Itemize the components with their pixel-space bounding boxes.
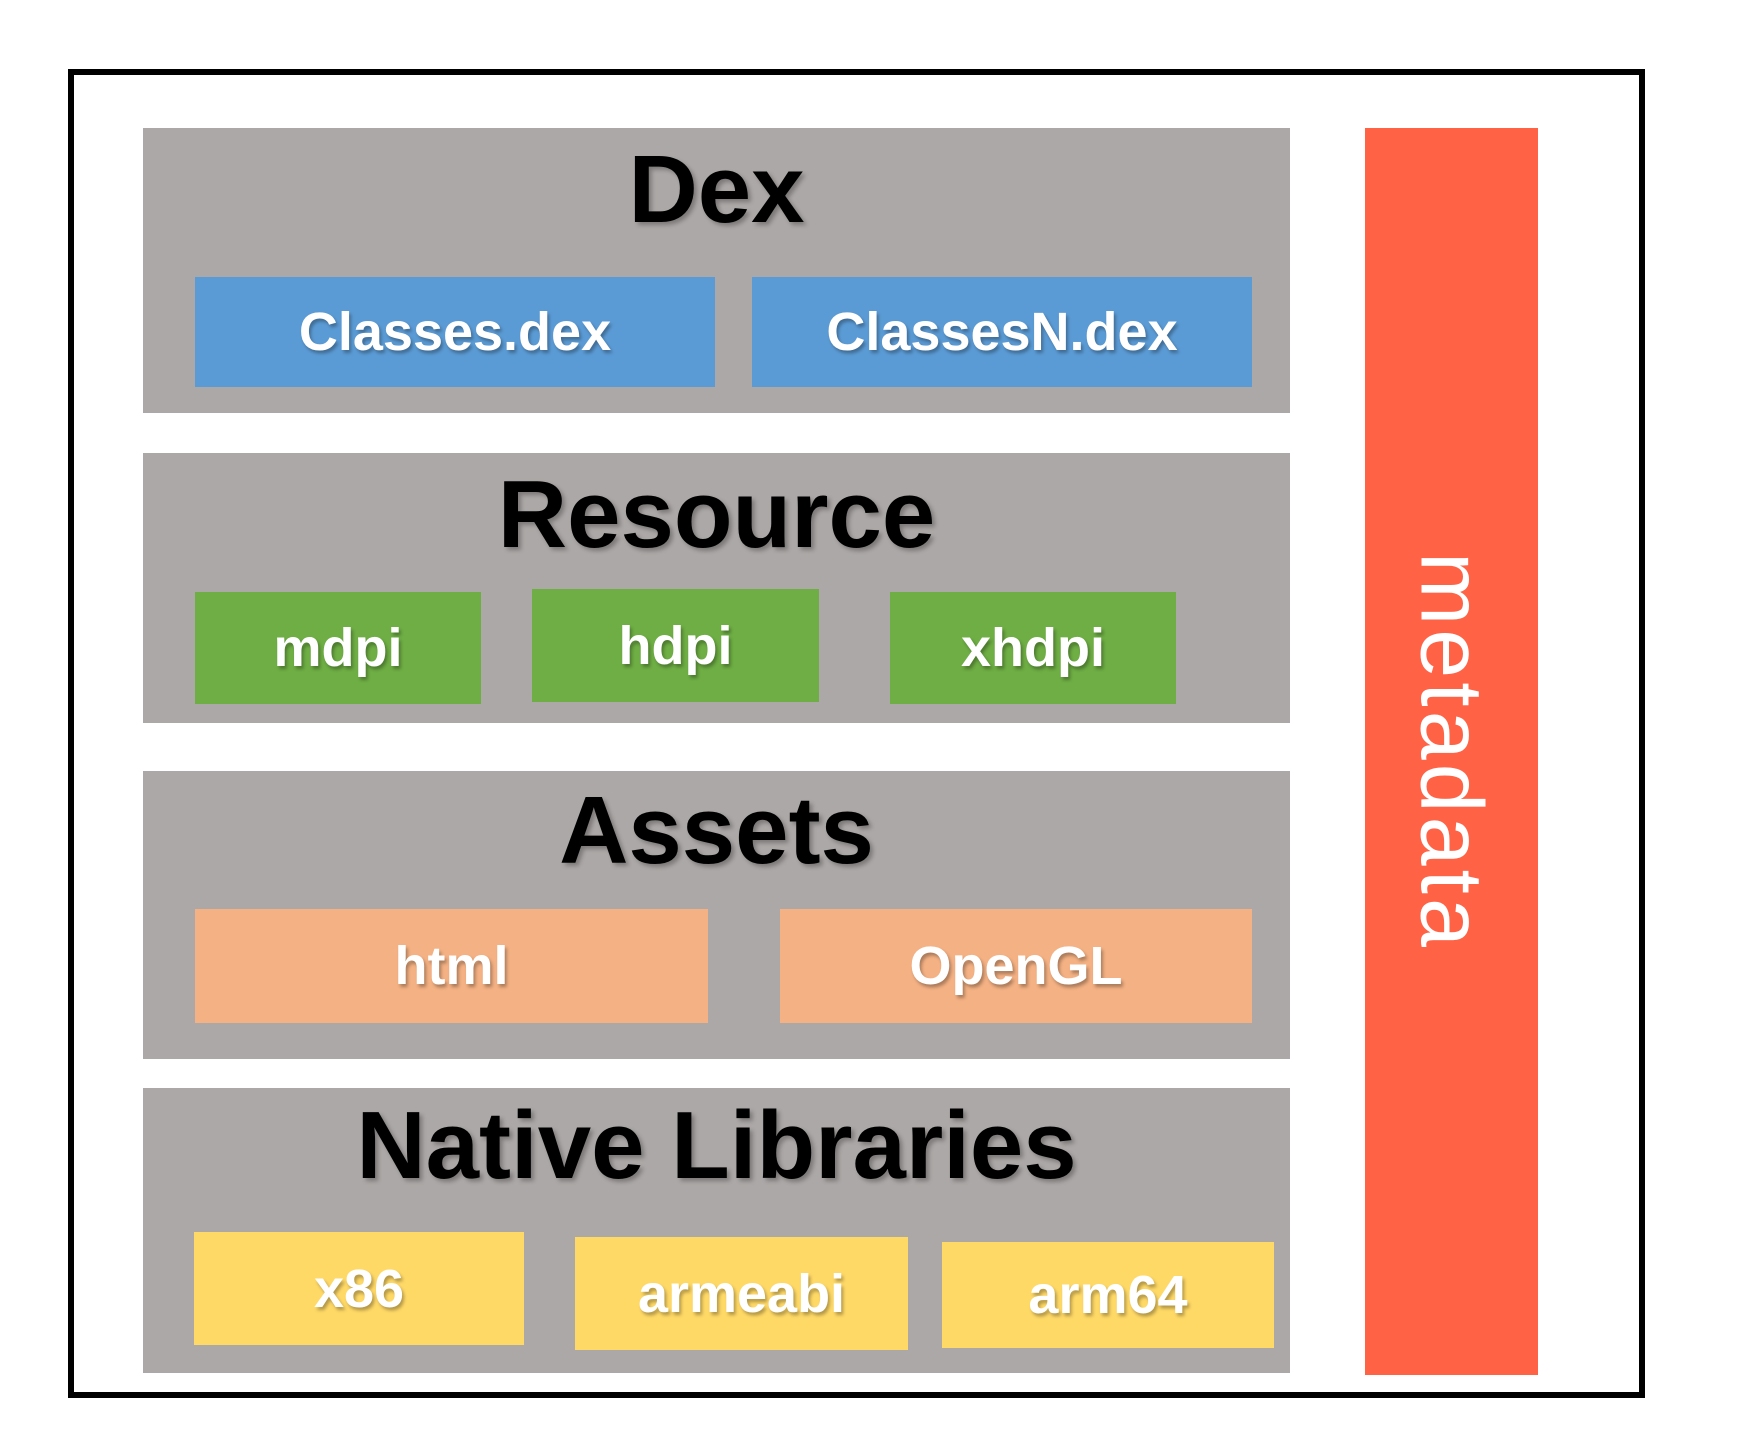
section-native-libraries-title: Native Libraries <box>356 1092 1077 1199</box>
node-classes-dex-label: Classes.dex <box>298 302 612 362</box>
section-dex-title: Dex <box>628 136 805 243</box>
section-assets: Assets html OpenGL <box>143 771 1290 1059</box>
section-resource: Resource mdpi hdpi xhdpi <box>143 453 1290 723</box>
metadata-bar: metadata <box>1365 128 1538 1375</box>
section-resource-title: Resource <box>497 461 936 568</box>
node-xhdpi-label: xhdpi <box>961 618 1105 678</box>
node-armeabi-label: armeabi <box>637 1263 846 1324</box>
node-classesn-dex: ClassesN.dex <box>752 277 1252 387</box>
node-arm64-label: arm64 <box>1028 1265 1188 1325</box>
node-armeabi: armeabi <box>575 1237 908 1350</box>
node-hdpi-label: hdpi <box>618 615 733 676</box>
node-opengl-label: OpenGL <box>909 936 1123 996</box>
node-arm64: arm64 <box>942 1242 1274 1348</box>
node-x86: x86 <box>194 1232 524 1345</box>
node-mdpi-label: mdpi <box>273 618 403 678</box>
section-dex: Dex Classes.dex ClassesN.dex <box>143 128 1290 413</box>
node-classesn-dex-label: ClassesN.dex <box>826 302 1178 362</box>
node-xhdpi: xhdpi <box>890 592 1176 704</box>
node-x86-label: x86 <box>313 1258 405 1319</box>
node-html-label: html <box>394 936 509 996</box>
node-classes-dex: Classes.dex <box>195 277 715 387</box>
section-assets-title: Assets <box>559 777 874 884</box>
metadata-bar-label: metadata <box>1402 552 1502 951</box>
node-opengl: OpenGL <box>780 909 1252 1023</box>
node-mdpi: mdpi <box>195 592 481 704</box>
node-html: html <box>195 909 708 1023</box>
section-native-libraries: Native Libraries x86 armeabi arm64 <box>143 1088 1290 1373</box>
node-hdpi: hdpi <box>532 589 819 702</box>
